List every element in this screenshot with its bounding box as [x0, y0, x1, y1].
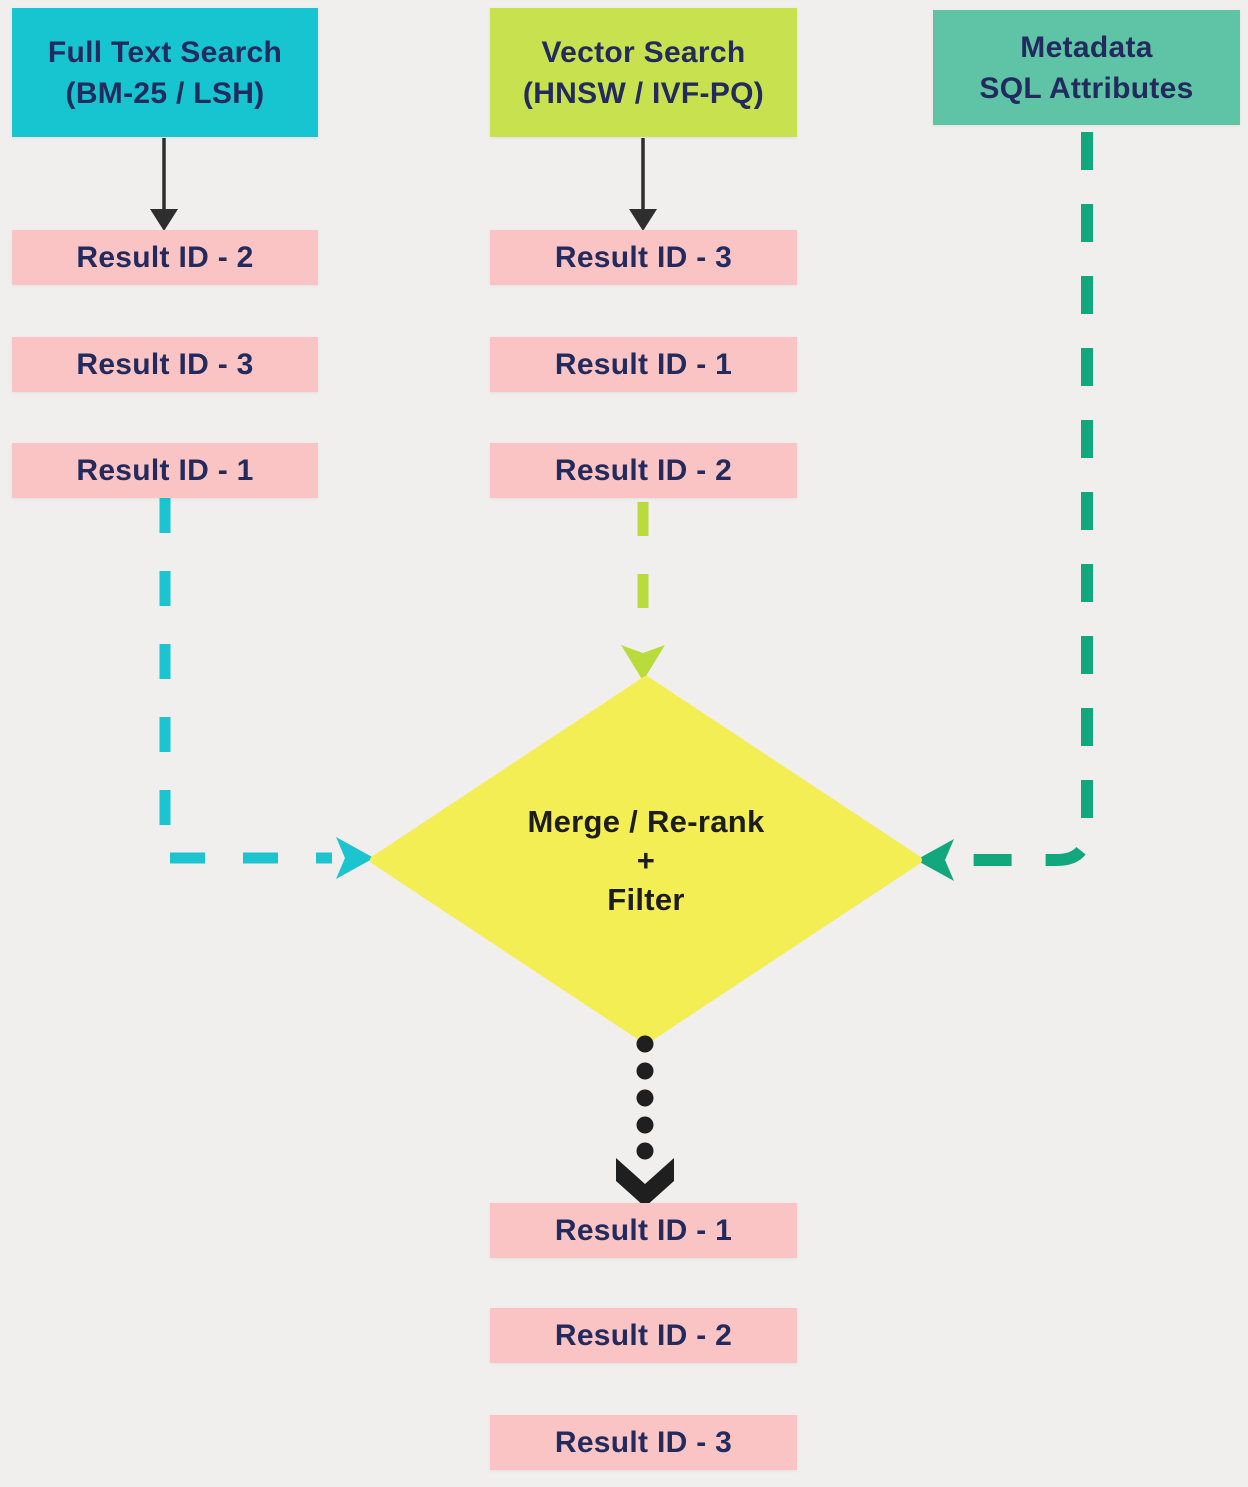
vector-result-1: Result ID - 3	[490, 230, 797, 285]
vector-merge-connector	[621, 502, 665, 681]
full-text-result-3: Result ID - 1	[12, 443, 318, 498]
vector-to-results-arrow	[629, 138, 657, 231]
full-text-merge-connector	[159, 498, 374, 879]
result-label: Result ID - 1	[554, 347, 733, 381]
final-result-1: Result ID - 1	[490, 1203, 797, 1258]
full-text-to-results-arrow	[150, 138, 178, 231]
full-text-search-title: Full Text Search	[47, 35, 283, 69]
chevron-down-icon	[616, 1158, 674, 1207]
final-result-2: Result ID - 2	[490, 1308, 797, 1363]
vector-search-node: Vector Search (HNSW / IVF-PQ)	[490, 8, 797, 137]
result-label: Result ID - 3	[76, 347, 254, 381]
metadata-node: Metadata SQL Attributes	[933, 10, 1240, 125]
result-label: Result ID - 3	[554, 240, 733, 274]
vector-result-2: Result ID - 1	[490, 337, 797, 392]
result-label: Result ID - 3	[554, 1425, 733, 1459]
merge-to-final-arrow	[616, 1035, 674, 1207]
arrowhead-down-icon	[150, 209, 178, 231]
metadata-title: Metadata	[1020, 30, 1153, 64]
result-label: Result ID - 1	[554, 1213, 733, 1247]
arrowhead-down-icon	[629, 209, 657, 231]
arrowhead-down-icon	[621, 645, 665, 681]
result-label: Result ID - 2	[76, 240, 254, 274]
vector-result-3: Result ID - 2	[490, 443, 797, 498]
vector-search-subtitle: (HNSW / IVF-PQ)	[522, 76, 765, 110]
result-label: Result ID - 1	[76, 453, 254, 487]
metadata-merge-connector	[916, 132, 1093, 881]
merge-line-2: +	[636, 842, 656, 878]
final-result-3: Result ID - 3	[490, 1415, 797, 1470]
metadata-subtitle: SQL Attributes	[979, 71, 1194, 105]
arrowhead-right-icon	[336, 837, 374, 879]
full-text-search-subtitle: (BM-25 / LSH)	[65, 76, 265, 110]
full-text-search-node: Full Text Search (BM-25 / LSH)	[12, 8, 318, 137]
merge-line-3: Filter	[607, 881, 685, 917]
full-text-result-2: Result ID - 3	[12, 337, 318, 392]
arrowhead-left-icon	[916, 839, 954, 881]
merge-rerank-filter-label: Merge / Re-rank + Filter	[374, 680, 918, 1040]
result-label: Result ID - 2	[554, 453, 733, 487]
vector-search-title: Vector Search	[541, 35, 746, 69]
full-text-result-1: Result ID - 2	[12, 230, 318, 285]
merge-line-1: Merge / Re-rank	[527, 803, 765, 839]
result-label: Result ID - 2	[554, 1318, 733, 1352]
